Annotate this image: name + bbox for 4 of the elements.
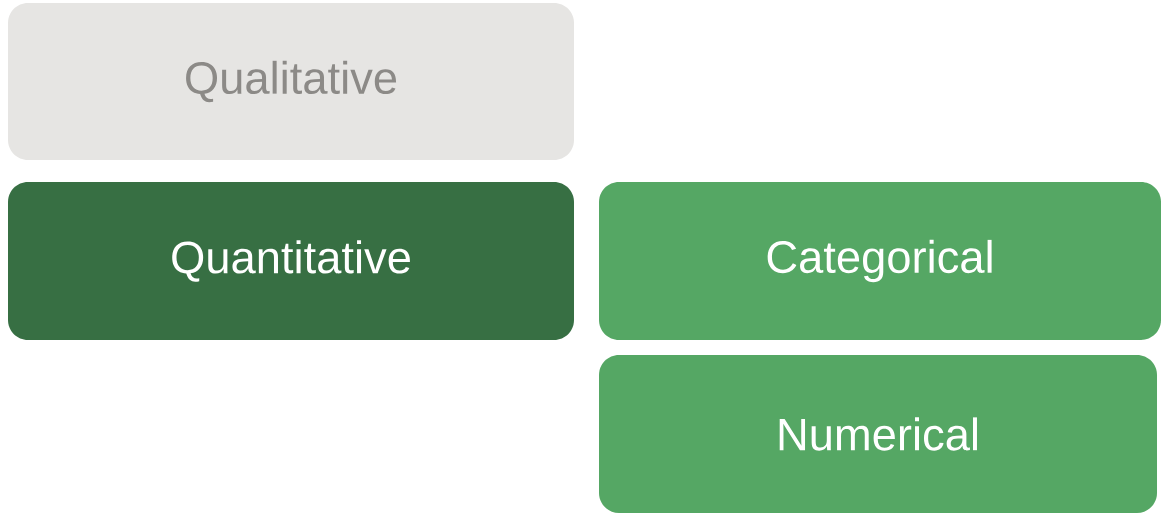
- category-box: Numerical: [599, 355, 1157, 513]
- category-box: Qualitative: [8, 3, 574, 160]
- category-box: Categorical: [599, 182, 1161, 340]
- category-box: Quantitative: [8, 182, 574, 340]
